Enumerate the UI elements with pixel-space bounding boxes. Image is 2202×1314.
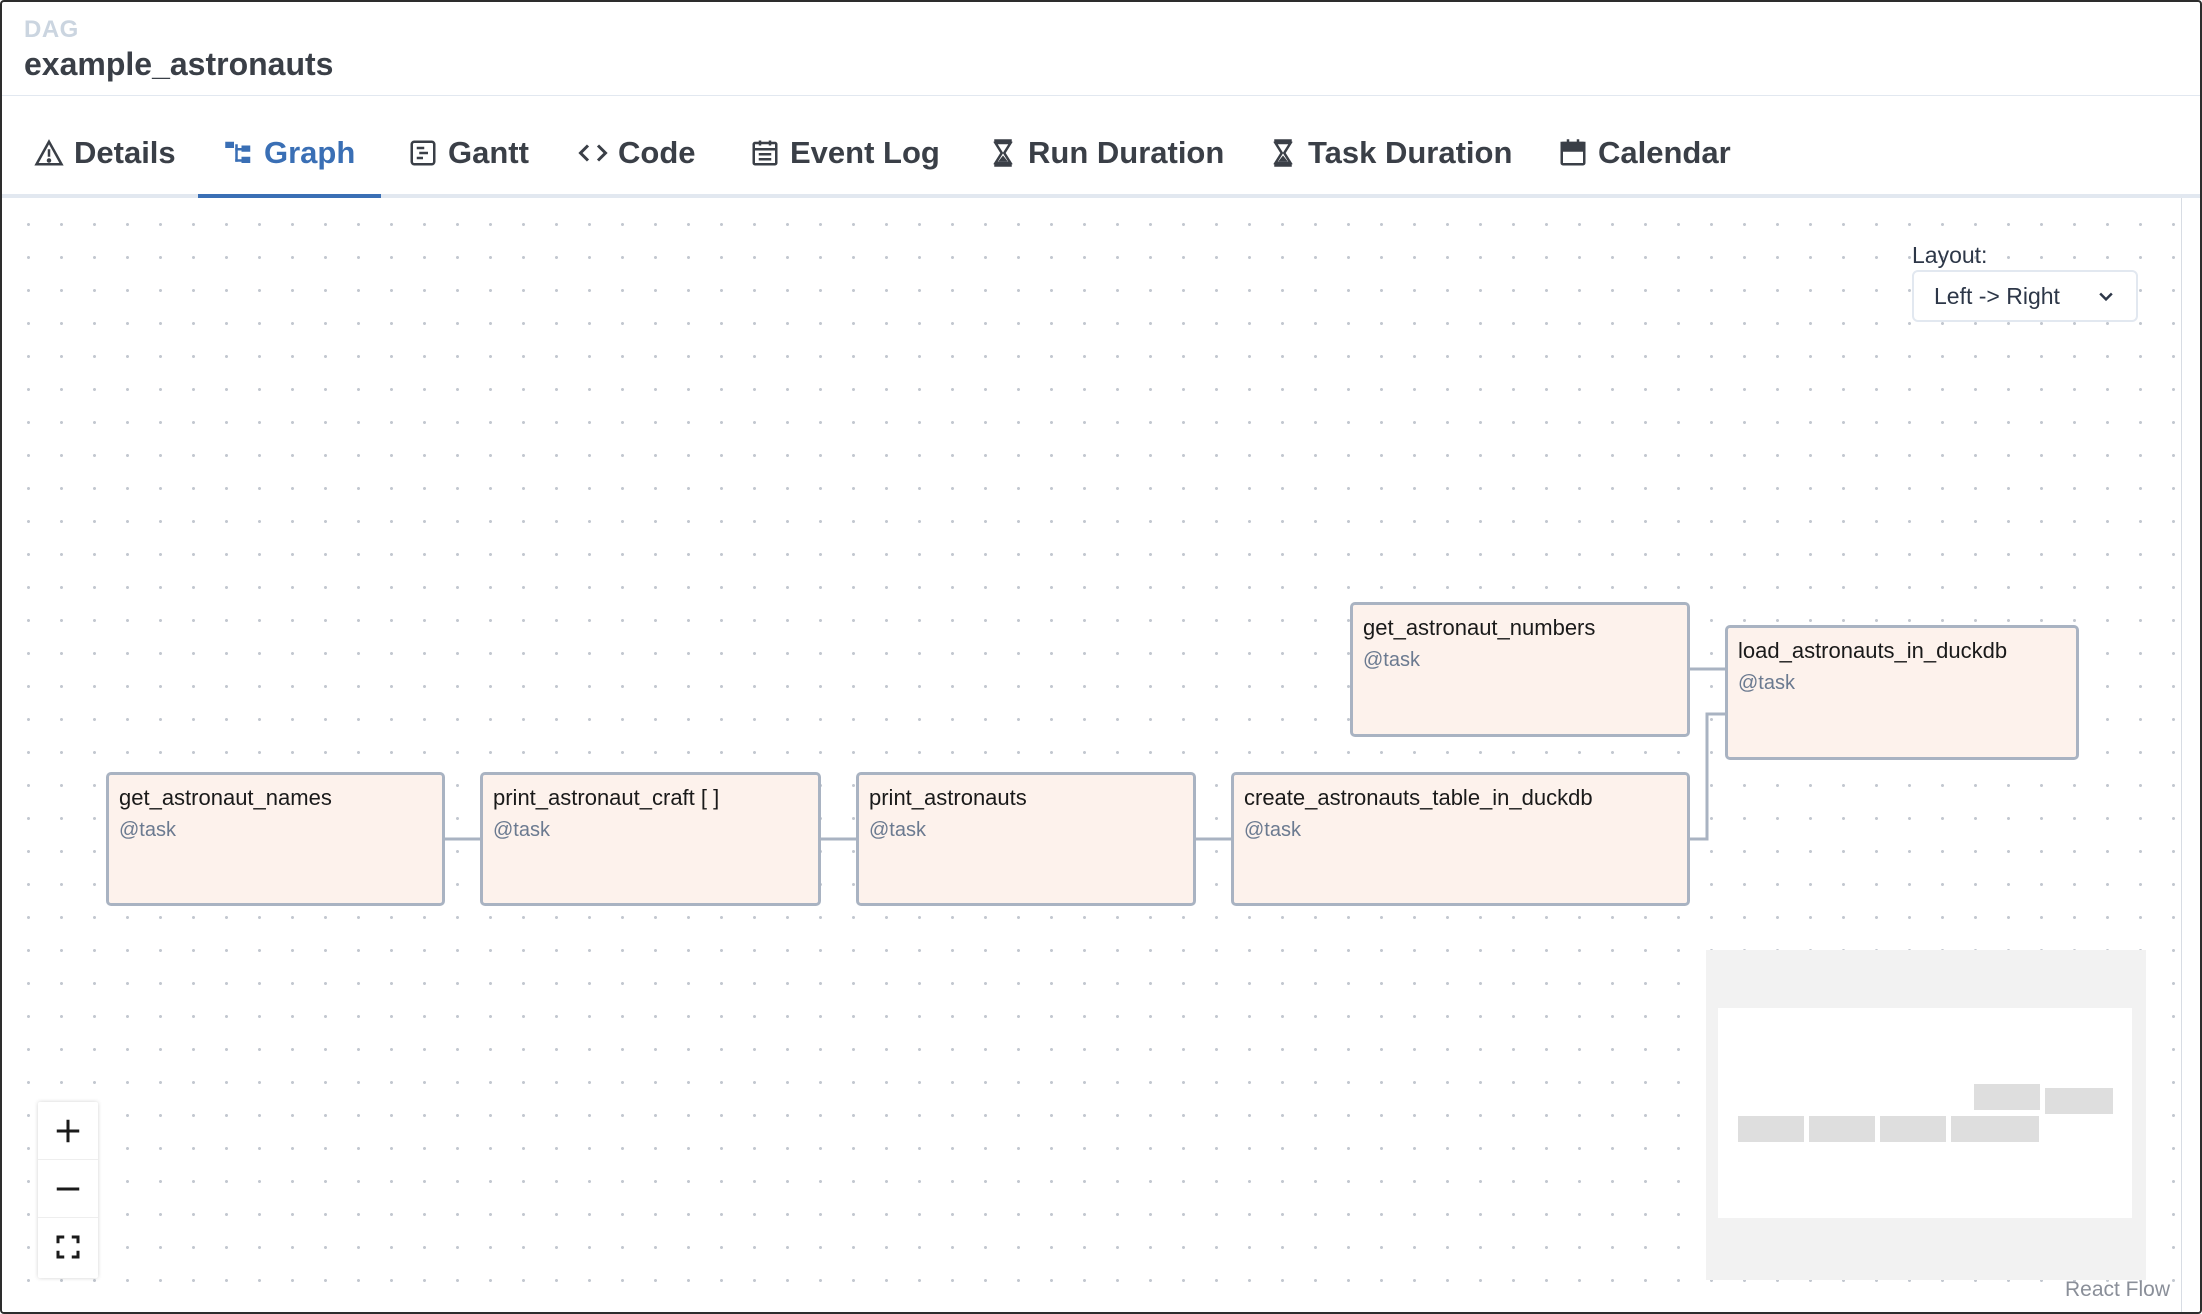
minimap-node (1809, 1116, 1875, 1142)
tab-graph[interactable]: Graph (198, 112, 382, 198)
task-name: print_astronauts (869, 785, 1027, 810)
tab-label: Run Duration (1028, 135, 1225, 170)
tab-event-log[interactable]: Event Log (750, 112, 940, 194)
layout-select[interactable]: Left -> Right (1912, 270, 2138, 322)
tab-label: Details (74, 135, 176, 170)
zoom-in-button[interactable] (38, 1102, 98, 1160)
layout-label: Layout: (1912, 242, 1988, 268)
tab-code[interactable]: Code (578, 112, 696, 194)
minimap-node (1974, 1084, 2040, 1110)
tab-task-duration[interactable]: Task Duration (1268, 112, 1512, 194)
calendar-icon (1560, 139, 1586, 166)
dag-header: DAG example_astronauts (24, 16, 333, 83)
task-node-create-astronauts-table[interactable]: create_astronauts_table_in_duckdb @task (1231, 772, 1690, 906)
tab-run-duration[interactable]: Run Duration (988, 112, 1224, 194)
tab-label: Task Duration (1308, 135, 1513, 170)
chevron-down-icon (2099, 292, 2113, 302)
task-name: print_astronaut_craft [ ] (493, 785, 720, 810)
minimap-node (1880, 1116, 1946, 1142)
task-node-print-astronauts[interactable]: print_astronauts @task (856, 772, 1196, 906)
minimap-viewport[interactable] (1718, 1008, 2132, 1218)
task-type: @task (1738, 672, 1795, 694)
task-name: load_astronauts_in_duckdb (1738, 638, 2008, 663)
page-title: example_astronauts (24, 46, 334, 82)
react-flow-attribution[interactable]: React Flow (2064, 1278, 2170, 1301)
event-log-icon (752, 140, 778, 166)
fit-view-icon (56, 1235, 80, 1259)
gantt-icon (410, 140, 436, 166)
minus-icon (56, 1187, 80, 1190)
tab-gantt[interactable]: Gantt (408, 112, 529, 194)
task-type: @task (119, 819, 176, 841)
task-node-print-astronaut-craft[interactable]: print_astronaut_craft [ ] @task (480, 772, 821, 906)
tab-details[interactable]: Details (34, 112, 176, 194)
task-name: get_astronaut_names (119, 785, 332, 810)
zoom-controls (38, 1102, 98, 1278)
tab-calendar[interactable]: Calendar (1558, 112, 1731, 194)
fit-view-button[interactable] (38, 1218, 98, 1276)
hourglass-icon (1273, 139, 1293, 167)
task-node-get-astronaut-names[interactable]: get_astronaut_names @task (106, 772, 445, 906)
dag-label: DAG (24, 16, 79, 43)
task-type: @task (1244, 819, 1301, 841)
task-name: create_astronauts_table_in_duckdb (1244, 785, 1593, 810)
tab-label: Calendar (1598, 135, 1731, 170)
task-name: get_astronaut_numbers (1363, 615, 1596, 640)
tab-label: Event Log (790, 135, 940, 170)
task-type: @task (1363, 649, 1420, 671)
tab-label: Gantt (448, 135, 529, 170)
tab-label: Graph (264, 135, 356, 170)
header-divider (2, 95, 2200, 96)
minimap-node (1738, 1116, 1804, 1142)
minimap-node (1951, 1116, 2039, 1142)
code-brackets-icon (578, 144, 608, 162)
task-type: @task (493, 819, 550, 841)
canvas-border (2181, 198, 2182, 1312)
task-node-load-astronauts-in-duckdb[interactable]: load_astronauts_in_duckdb @task (1725, 625, 2079, 760)
zoom-out-button[interactable] (38, 1160, 98, 1218)
tab-bar: Details Graph Gantt Code Event Log Run D… (2, 112, 2200, 198)
plus-icon (56, 1119, 80, 1142)
tab-label: Code (618, 135, 696, 170)
minimap-node (2045, 1088, 2113, 1114)
minimap[interactable] (1706, 950, 2146, 1280)
task-node-get-astronaut-numbers[interactable]: get_astronaut_numbers @task (1350, 602, 1690, 737)
graph-icon (225, 141, 251, 163)
task-type: @task (869, 819, 926, 841)
hourglass-icon (993, 139, 1013, 167)
layout-select-value: Left -> Right (1934, 282, 2060, 309)
warning-triangle-icon (34, 139, 64, 166)
